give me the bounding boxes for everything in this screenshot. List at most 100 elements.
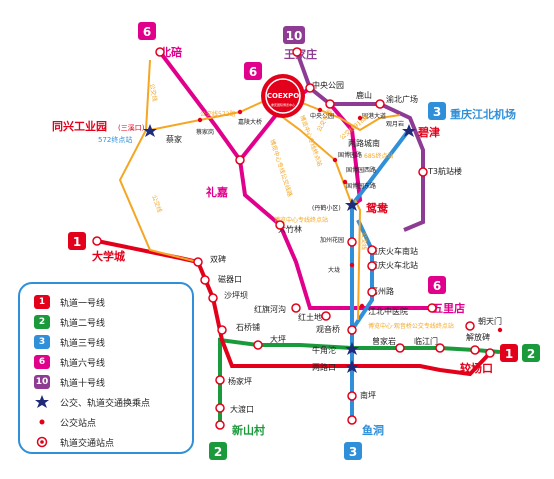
- station-guanyueguan: 观月岩: [386, 120, 404, 128]
- svg-text:COEXPO: COEXPO: [267, 92, 299, 100]
- terminal-bijin: 碧津: [417, 125, 440, 139]
- legend-line2-badge: 2: [34, 315, 50, 329]
- legend-line6-badge: 6: [34, 355, 50, 369]
- station-xiyuandadao: 园港大道: [362, 112, 386, 120]
- terminal-xinshancun: 新山村: [232, 423, 265, 437]
- svg-text:6: 6: [433, 279, 441, 293]
- station-chongqing-north-south: 重庆火车南站: [370, 246, 418, 256]
- station-chaotianmen: 朝天门: [478, 316, 502, 326]
- station-dazhulin: 大竹林: [278, 224, 302, 234]
- station-jiangbei-hospital: 江北中医院: [368, 306, 408, 316]
- legend-bus-stop-label: 公交站点: [60, 418, 97, 429]
- station-niujiaotuo: 牛角沱: [312, 345, 336, 355]
- badge-line6-east: 6: [428, 276, 446, 294]
- svg-text:2: 2: [527, 347, 535, 361]
- station-ciqikou: 磁器口: [218, 274, 242, 284]
- badge-line10-wangjiazhuang: 10: [283, 26, 305, 44]
- svg-text:6: 6: [249, 65, 257, 79]
- legend-rail-stop-icon: [36, 436, 48, 448]
- station-jiajia: 蔡家: [166, 134, 182, 144]
- bus-label-572: 公交线572路: [200, 110, 235, 118]
- station-jiazhou-garden: 加州花园: [320, 236, 344, 244]
- legend-line10-label: 轨道十号线: [60, 378, 106, 389]
- svg-text:3: 3: [433, 105, 441, 119]
- station-hongqihegou: 红旗河沟: [254, 304, 286, 314]
- legend-line3: 3 轨道三号线: [34, 334, 105, 350]
- station-daping: 大坪: [270, 334, 286, 344]
- station-jiazhou-road: 嘉州路: [370, 286, 394, 296]
- station-yangjiaping: 杨家坪: [228, 376, 252, 386]
- station-jiefangbei: 解放碑: [466, 332, 490, 342]
- coexpo-logo: COEXPO 重庆国际博览中心: [261, 74, 305, 118]
- legend-line3-label: 轨道三号线: [60, 338, 106, 349]
- terminal-lijia: 礼嘉: [206, 185, 228, 199]
- legend-line3-badge: 3: [34, 335, 50, 349]
- station-guanyinqiao: 观音桥: [316, 324, 340, 334]
- station-guobo-road-west: 国博园西路: [346, 166, 376, 174]
- badge-line2-east: 2: [522, 344, 540, 362]
- legend-bus-stop-icon: [39, 419, 45, 425]
- station-jiajiagang: 蔡家岗: [196, 128, 214, 136]
- svg-text:6: 6: [143, 25, 151, 39]
- bus-stops: [197, 107, 503, 333]
- svg-text:1: 1: [505, 347, 513, 361]
- badge-line1-east: 1: [500, 344, 518, 362]
- legend-line2-label: 轨道二号线: [60, 318, 106, 329]
- station-shapingba: 沙坪坝: [224, 291, 248, 300]
- badge-line1-west: 1: [68, 232, 86, 250]
- bus-label-yuanyang: 公交线: [360, 232, 368, 250]
- svg-text:10: 10: [286, 29, 303, 43]
- legend-line6: 6 轨道六号线: [34, 354, 105, 370]
- bus-label-diag1: 博览中心专线公交线路: [268, 138, 294, 198]
- terminal-jiaochangkou: 较场口: [460, 361, 493, 375]
- bus-route-572: [149, 101, 263, 131]
- station-dalong: 大垅: [328, 266, 340, 274]
- terminal-tongxing: 同兴工业园: [52, 119, 107, 133]
- bus-label-guanyin: 博览中心·观音桥公交专线终点站: [368, 322, 454, 330]
- terminal-yuanyang: 鸳鸯: [366, 201, 389, 215]
- station-zengjiayan: 曾家岩: [372, 336, 396, 346]
- hub-star-niujiaotuo: [345, 342, 359, 355]
- hub-star-lianglukou: [345, 360, 359, 373]
- legend-star-icon: [35, 395, 49, 408]
- terminal-tongxing-tag: (三溪口): [118, 123, 145, 132]
- line6-track: [158, 50, 432, 310]
- legend-rail-stop: 轨道交通站点: [34, 434, 114, 450]
- station-chongqing-north-north: 重庆火车北站: [370, 260, 418, 270]
- station-yuanyang-sub: (丹鹤小区): [312, 204, 341, 212]
- terminal-tongxing-sub: 572终点站: [98, 135, 132, 144]
- svg-text:2: 2: [214, 445, 222, 459]
- badge-line3-airport: 3: [428, 102, 446, 120]
- legend-line6-label: 轨道六号线: [60, 358, 106, 369]
- legend-line1: 1 轨道一号线: [34, 294, 105, 310]
- station-dadukou: 大渡口: [230, 404, 254, 414]
- terminal-wulidian: 五里店: [432, 301, 465, 315]
- hub-star-yuanyang: [345, 198, 359, 211]
- station-linjiangmen: 临江门: [414, 336, 438, 346]
- station-hongtudi: 红土地: [298, 312, 322, 322]
- badge-line6-beibei: 6: [138, 22, 156, 40]
- station-shiqiaopu: 石桥铺: [236, 322, 260, 332]
- bus-label-daxue: 公交线: [150, 194, 164, 214]
- legend-line1-badge: 1: [34, 295, 50, 309]
- legend-hub: 公交、轨道交通换乘点: [34, 394, 150, 410]
- legend: 1 轨道一号线 2 轨道二号线 3 轨道三号线 6 轨道六号线 10 轨道十号线…: [18, 282, 194, 454]
- hub-star-bijin: [402, 124, 416, 137]
- station-shuangbei: 双碑: [210, 254, 226, 264]
- svg-text:重庆国际博览中心: 重庆国际博览中心: [271, 102, 295, 107]
- legend-hub-label: 公交、轨道交通换乘点: [60, 398, 151, 409]
- legend-line2: 2 轨道二号线: [34, 314, 105, 330]
- line3-loop: [350, 219, 374, 332]
- legend-line1-label: 轨道一号线: [60, 298, 106, 309]
- station-zhongyang-park2: 中央公园: [310, 112, 334, 120]
- hub-stars: [143, 124, 416, 373]
- svg-text:3: 3: [349, 445, 357, 459]
- station-guobo-east-road: 国博园东路: [346, 182, 376, 190]
- terminal-daxuecheng: 大学城: [92, 249, 125, 263]
- station-guobo-road: 国博园路: [338, 151, 362, 159]
- terminal-yudong: 鱼洞: [362, 423, 384, 437]
- station-t3: T3航站楼: [427, 166, 462, 176]
- bus-route-yuanyang: [354, 199, 362, 321]
- legend-rail-stop-label: 轨道交通站点: [60, 438, 115, 449]
